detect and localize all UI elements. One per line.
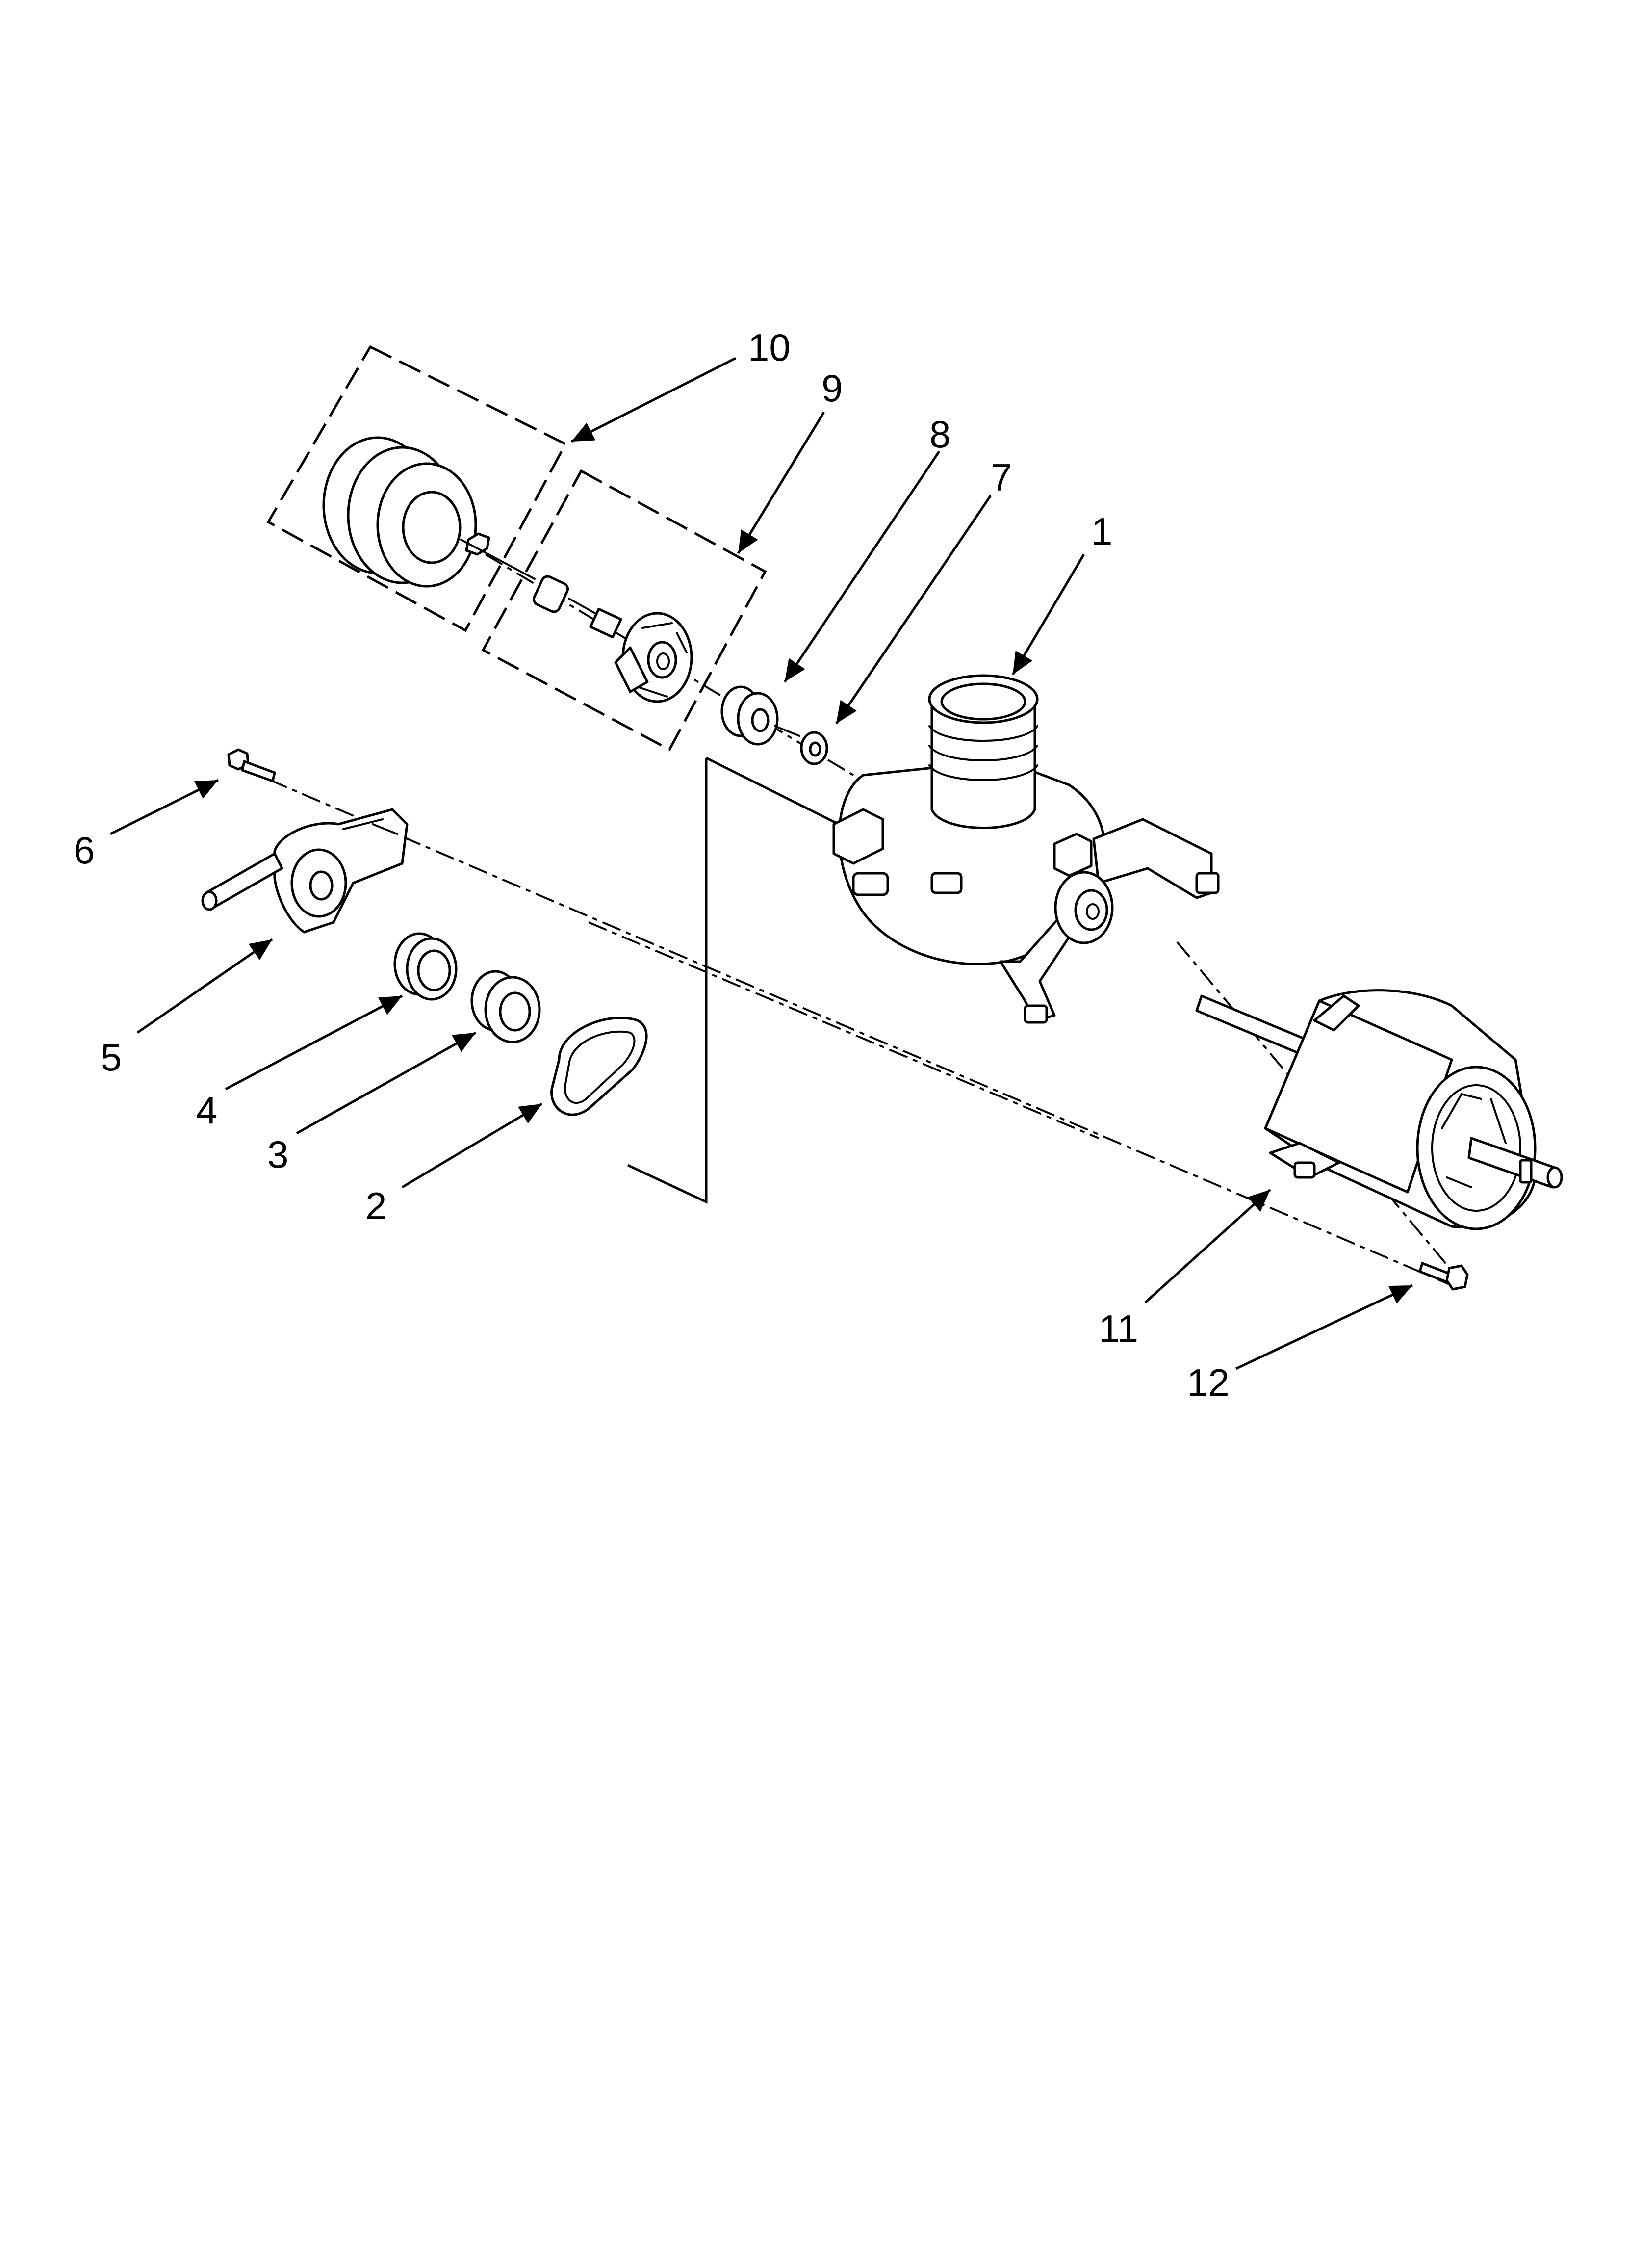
- leader-12: [1235, 1284, 1413, 1370]
- callout-10: 10: [748, 326, 791, 369]
- part-1-pump-housing: [832, 674, 1220, 1024]
- part-8-seal: [720, 685, 800, 746]
- callout-2: 2: [365, 1184, 386, 1227]
- callout-6: 6: [74, 829, 95, 872]
- leader-lines: [109, 357, 1413, 1370]
- part-10-housing-seal: [322, 436, 536, 588]
- group-bracket-top: [705, 756, 854, 833]
- leader-10: [570, 357, 737, 443]
- callout-8: 8: [929, 413, 950, 456]
- callout-9: 9: [821, 366, 843, 410]
- assembly-axes: [235, 553, 1453, 1286]
- callout-1: 1: [1091, 510, 1112, 553]
- leader-9: [737, 411, 825, 554]
- part-5-cover: [201, 808, 409, 934]
- group-bracket-line: [627, 758, 708, 1204]
- part-11-motor: [1195, 989, 1563, 1230]
- part-2-gasket: [550, 1017, 648, 1116]
- leader-8: [783, 450, 941, 683]
- kit-box-9: [481, 469, 767, 752]
- part-12-screw: [1418, 1262, 1469, 1291]
- leader-3: [296, 1031, 477, 1135]
- leader-5: [136, 938, 273, 1034]
- callout-3: 3: [267, 1133, 288, 1176]
- part-6-screw: [227, 748, 276, 782]
- leader-11: [1144, 1189, 1271, 1303]
- kit-boundary-boxes: [266, 345, 767, 752]
- part-3-valve: [470, 970, 541, 1043]
- callout-7: 7: [991, 456, 1012, 499]
- leader-2: [401, 1102, 543, 1189]
- callout-4: 4: [196, 1089, 217, 1132]
- leader-7: [835, 495, 992, 725]
- callout-11: 11: [1099, 1307, 1138, 1350]
- kit-box-10: [266, 345, 567, 632]
- leader-4: [225, 994, 403, 1091]
- callout-5: 5: [101, 1036, 122, 1079]
- callout-labels: 10 9 8 7 1 6 5 4 3 2 11 12: [74, 326, 1230, 1404]
- part-9-impeller: [532, 575, 693, 703]
- part-7-washer: [800, 731, 828, 765]
- leader-6: [109, 779, 219, 835]
- callout-12: 12: [1187, 1361, 1230, 1404]
- leader-1: [1011, 553, 1085, 676]
- part-4-seal-ring: [393, 932, 458, 1001]
